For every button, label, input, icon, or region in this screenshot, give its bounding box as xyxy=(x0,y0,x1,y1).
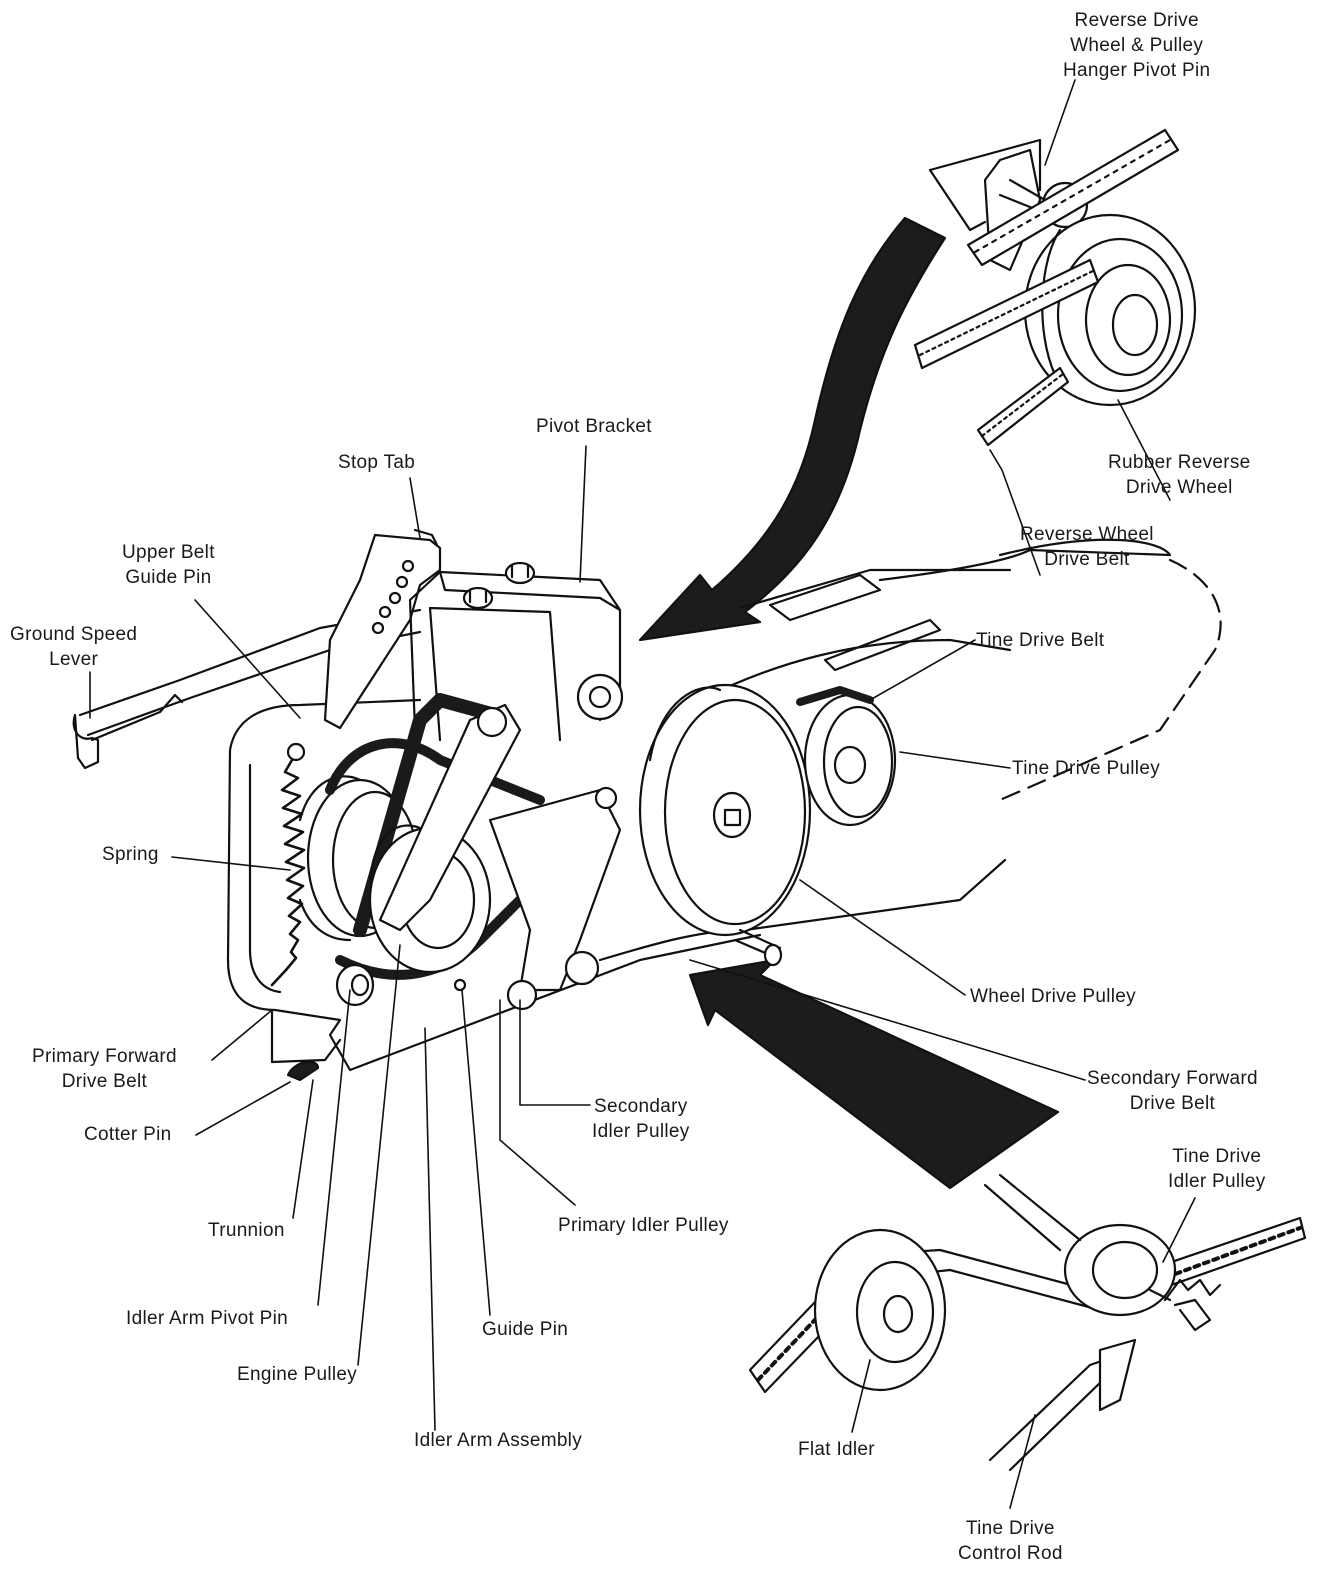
leader-lines xyxy=(89,79,1196,1509)
label-idler-arm-pivot-pin: Idler Arm Pivot Pin xyxy=(126,1308,288,1329)
label-tine-drive-idler-pulley: Tine Drive Idler Pulley xyxy=(1168,1146,1266,1192)
reverse-belt-path xyxy=(998,558,1222,802)
label-upper-belt-guide-pin: Upper Belt Guide Pin xyxy=(122,542,215,588)
label-ground-speed-lever: Ground Speed Lever xyxy=(10,624,138,670)
label-flat-idler: Flat Idler xyxy=(798,1439,875,1460)
label-engine-pulley: Engine Pulley xyxy=(237,1364,358,1385)
label-wheel-drive-pulley: Wheel Drive Pulley xyxy=(970,986,1136,1007)
cotter-pin-shape xyxy=(286,1060,320,1082)
label-tine-drive-belt: Tine Drive Belt xyxy=(976,630,1105,651)
label-tine-drive-control-rod: Tine Drive Control Rod xyxy=(958,1518,1063,1564)
label-rubber-reverse-drive-wheel: Rubber Reverse Drive Wheel xyxy=(1108,452,1251,498)
label-tine-drive-pulley: Tine Drive Pulley xyxy=(1012,758,1160,779)
label-secondary-forward-drive-belt: Secondary Forward Drive Belt xyxy=(1087,1068,1258,1114)
label-reverse-drive-hanger: Reverse Drive Wheel & Pulley Hanger Pivo… xyxy=(1063,10,1211,81)
label-cotter-pin: Cotter Pin xyxy=(84,1124,172,1145)
reverse-belt-lower xyxy=(913,258,1100,370)
label-pivot-bracket: Pivot Bracket xyxy=(536,416,652,437)
label-trunnion: Trunnion xyxy=(208,1220,285,1241)
tine-drive-control-rod xyxy=(988,1356,1112,1472)
label-secondary-idler-pulley: Secondary Idler Pulley xyxy=(592,1096,690,1142)
label-stop-tab: Stop Tab xyxy=(338,452,416,473)
label-reverse-wheel-drive-belt: Reverse Wheel Drive Belt xyxy=(1020,524,1154,570)
label-idler-arm-assembly: Idler Arm Assembly xyxy=(414,1430,583,1451)
spring-coil xyxy=(270,758,306,987)
label-guide-pin: Guide Pin xyxy=(482,1319,569,1340)
label-spring: Spring xyxy=(102,844,159,865)
reverse-belt-upper xyxy=(966,128,1180,267)
label-primary-idler-pulley: Primary Idler Pulley xyxy=(558,1215,729,1236)
label-primary-forward-drive-belt: Primary Forward Drive Belt xyxy=(32,1046,177,1092)
reverse-direction-arrow xyxy=(638,216,947,642)
idler-arm xyxy=(378,703,522,932)
